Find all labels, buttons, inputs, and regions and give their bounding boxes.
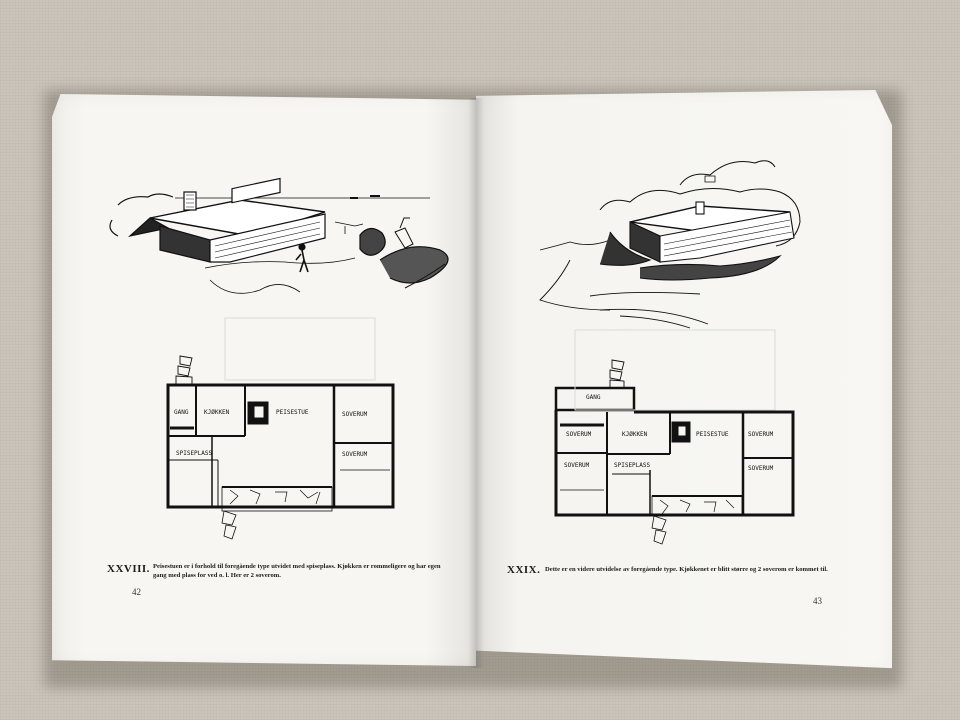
- left-plate-number: XXVIII.: [107, 563, 150, 575]
- plan-label-peisestue: PEISESTUE: [696, 431, 729, 438]
- book-gutter: [468, 98, 484, 668]
- plan-label-soverum-a: SOVERUM: [566, 431, 592, 438]
- plan-label-gang: GANG: [586, 394, 601, 401]
- right-caption: Dette er en videre utvidelse av foregåen…: [545, 566, 828, 573]
- plan-label-soverum-d: SOVERUM: [564, 462, 590, 469]
- left-caption: Peisestuen er i forhold til foregående t…: [153, 563, 441, 579]
- plan-label-gang: GANG: [174, 409, 189, 416]
- plan-label-spiseplass: SPISEPLASS: [176, 450, 213, 457]
- plan-label-soverum-1: SOVERUM: [342, 411, 368, 418]
- left-floor-plan: GANG KJØKKEN PEISESTUE SOVERUM SOVERUM S…: [166, 317, 395, 540]
- plan-label-soverum-b: SOVERUM: [748, 431, 774, 438]
- right-plate-number: XXIX.: [507, 564, 541, 576]
- plan-label-kjokken: KJØKKEN: [204, 409, 230, 416]
- right-floor-plan: GANG SOVERUM KJØKKEN PEISESTUE SOVERUM S…: [554, 329, 795, 545]
- right-page: [476, 90, 892, 669]
- left-page-number: 42: [132, 587, 141, 597]
- right-page-number: 43: [813, 596, 822, 606]
- plan-label-soverum-c: SOVERUM: [748, 465, 774, 472]
- left-house-sketch: [109, 177, 449, 294]
- right-house-sketch: [539, 160, 801, 329]
- plan-label-soverum-2: SOVERUM: [342, 451, 368, 458]
- plan-label-spiseplass: SPISEPLASS: [614, 462, 651, 469]
- plan-label-peisestue: PEISESTUE: [276, 409, 309, 416]
- plan-label-kjokken: KJØKKEN: [622, 431, 648, 438]
